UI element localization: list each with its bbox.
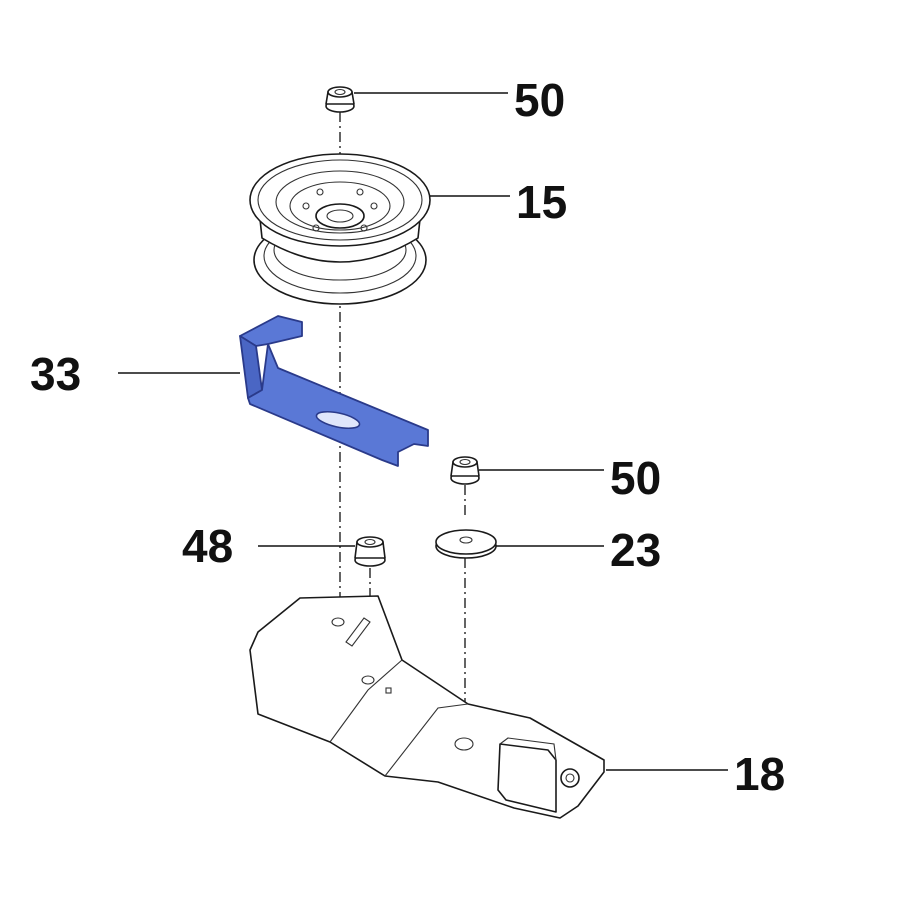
top-nut <box>325 86 355 113</box>
callout-15: 15 <box>516 176 567 228</box>
left-nut <box>354 536 386 567</box>
callout-50-right: 50 <box>610 452 661 504</box>
callout-50-top: 50 <box>514 74 565 126</box>
pulley <box>249 153 431 305</box>
leader-lines <box>118 92 728 771</box>
mounting-plate <box>249 595 605 819</box>
callout-labels: 50 15 33 50 23 48 18 <box>30 74 785 800</box>
washer <box>435 529 497 559</box>
callout-48: 48 <box>182 520 233 572</box>
callout-33: 33 <box>30 348 81 400</box>
bracket <box>239 315 429 467</box>
right-nut <box>450 456 480 485</box>
callout-18: 18 <box>734 748 785 800</box>
callout-23: 23 <box>610 524 661 576</box>
bracket-arm <box>247 343 429 467</box>
